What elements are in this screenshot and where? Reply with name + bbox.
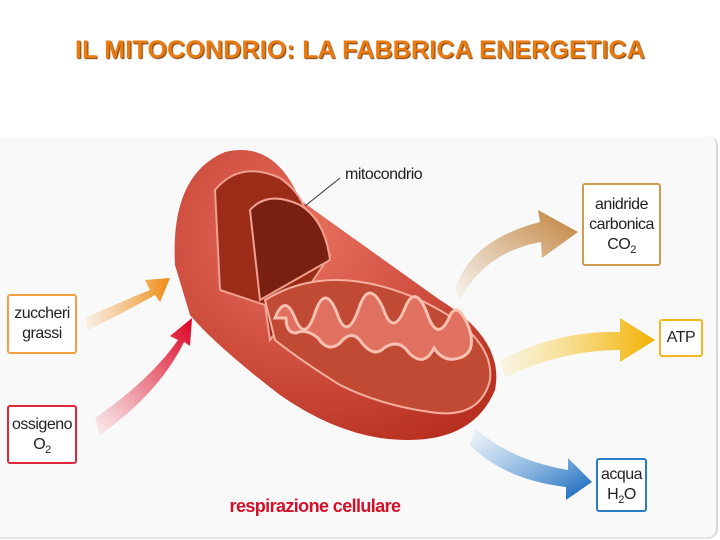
formula-sub: 2 bbox=[618, 494, 624, 506]
formula-base: CO bbox=[607, 235, 631, 253]
output-water-text: acqua bbox=[600, 466, 643, 483]
formula-sub: 2 bbox=[630, 243, 636, 256]
input-box-sugars-fats: zuccheri grassi bbox=[7, 294, 77, 354]
output-co2-text1: anidride bbox=[595, 195, 648, 213]
arrow-input-sugars bbox=[85, 278, 170, 330]
output-co2-formula: CO2 bbox=[584, 235, 659, 256]
input-oxygen-text: ossigeno bbox=[11, 415, 73, 433]
output-box-water: acqua H2O bbox=[596, 458, 647, 512]
arrow-input-oxygen bbox=[95, 318, 192, 435]
arrow-output-co2 bbox=[455, 210, 578, 300]
slide-title: IL MITOCONDRIO: LA FABBRICA ENERGETICA bbox=[74, 36, 646, 64]
mitochondrion-label: mitocondrio bbox=[345, 166, 423, 183]
arrow-output-atp bbox=[500, 318, 655, 378]
output-co2-text2: carbonica bbox=[589, 215, 654, 233]
output-atp-text: ATP bbox=[666, 329, 696, 346]
formula-sub: 2 bbox=[45, 443, 51, 456]
output-water-formula: H2O bbox=[598, 485, 645, 506]
formula-base: O bbox=[33, 435, 46, 453]
formula-rest: O bbox=[623, 486, 636, 503]
diagram-caption: respirazione cellulare bbox=[229, 496, 401, 516]
mitochondrion-body bbox=[174, 150, 497, 440]
input-fats-text: grassi bbox=[22, 325, 62, 342]
output-box-atp: ATP bbox=[659, 319, 703, 357]
input-oxygen-formula: O2 bbox=[9, 435, 75, 456]
input-box-oxygen: ossigeno O2 bbox=[7, 405, 77, 464]
formula-base: H bbox=[607, 486, 619, 503]
output-box-co2: anidride carbonica CO2 bbox=[582, 183, 661, 266]
input-sugars-text: zuccheri bbox=[14, 305, 70, 322]
arrow-output-water bbox=[470, 428, 592, 500]
